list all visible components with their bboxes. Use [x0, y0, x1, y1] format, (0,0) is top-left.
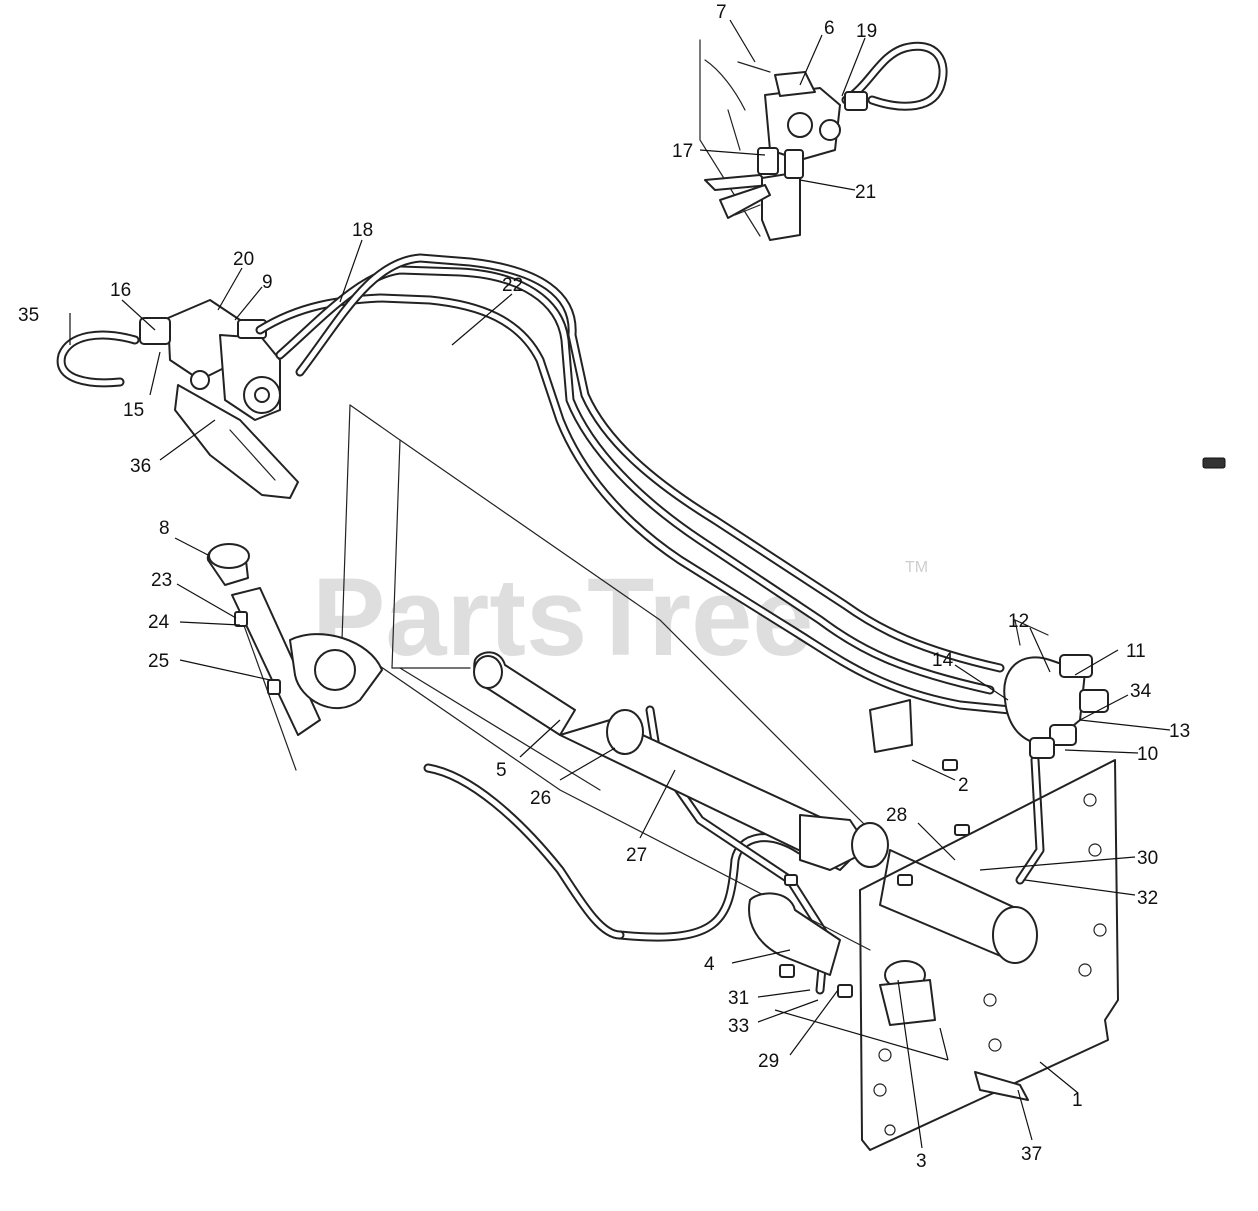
callout-29: 29 — [758, 1051, 779, 1072]
callout-37: 37 — [1021, 1144, 1042, 1165]
lift-cylinder-long — [473, 651, 889, 871]
callout-5: 5 — [496, 760, 507, 781]
callout-16: 16 — [110, 280, 131, 301]
callout-27: 27 — [626, 845, 647, 866]
callout-3: 3 — [916, 1151, 927, 1172]
callout-8: 8 — [159, 518, 170, 539]
callout-10: 10 — [1137, 744, 1158, 765]
frame-outline — [341, 404, 881, 951]
callout-2: 2 — [958, 775, 969, 796]
callout-4: 4 — [704, 954, 715, 975]
callout-7: 7 — [716, 2, 727, 23]
callout-13: 13 — [1169, 721, 1190, 742]
mounting-plate — [859, 759, 1119, 1151]
callout-20: 20 — [233, 249, 254, 270]
callout-6: 6 — [824, 18, 835, 39]
callout-31: 31 — [728, 988, 749, 1009]
callout-26: 26 — [530, 788, 551, 809]
inset-valve-assembly — [699, 39, 948, 241]
callout-22: 22 — [502, 275, 523, 296]
callout-35: 35 — [18, 305, 39, 326]
lift-cylinder-right — [748, 849, 1038, 1026]
callout-32: 32 — [1137, 888, 1158, 909]
right-valve-block — [869, 618, 1109, 759]
callout-25: 25 — [148, 651, 169, 672]
callout-21: 21 — [855, 182, 876, 203]
callout-9: 9 — [262, 272, 273, 293]
callout-19: 19 — [856, 21, 877, 42]
steering-cylinder — [206, 543, 383, 771]
callout-12: 12 — [1008, 611, 1029, 632]
callout-labels: 1 2 3 4 5 6 7 8 9 10 11 12 13 14 15 16 1… — [18, 2, 1190, 1172]
watermark-trademark: TM — [905, 559, 928, 576]
callout-11: 11 — [1126, 641, 1146, 662]
callout-28: 28 — [886, 805, 907, 826]
callout-14: 14 — [932, 650, 954, 671]
callout-1: 1 — [1072, 1090, 1083, 1111]
watermark-text: PartsTree — [312, 556, 813, 679]
callout-15: 15 — [123, 400, 144, 421]
callout-24: 24 — [148, 612, 170, 633]
callout-18: 18 — [352, 220, 373, 241]
callout-33: 33 — [728, 1016, 749, 1037]
callout-36: 36 — [130, 456, 151, 477]
left-valve-assembly — [56, 299, 299, 499]
callout-30: 30 — [1137, 848, 1158, 869]
callout-23: 23 — [151, 570, 172, 591]
callout-34: 34 — [1130, 681, 1152, 702]
hydraulic-lines — [255, 253, 1045, 995]
callout-17: 17 — [672, 141, 693, 162]
leader-lines — [69, 19, 1171, 1149]
